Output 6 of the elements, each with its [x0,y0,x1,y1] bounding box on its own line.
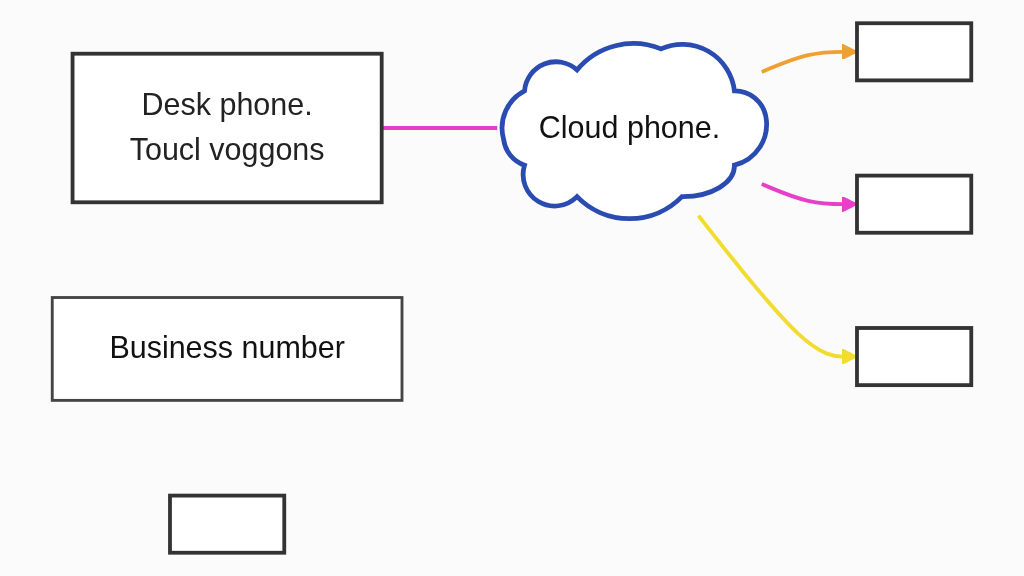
node-box [168,493,287,555]
node-box [855,173,974,235]
node-box: Business number [51,296,404,402]
node-box: Desk phone. Toucl voggons [70,51,384,205]
node-box [855,326,974,388]
node-box [855,21,974,83]
